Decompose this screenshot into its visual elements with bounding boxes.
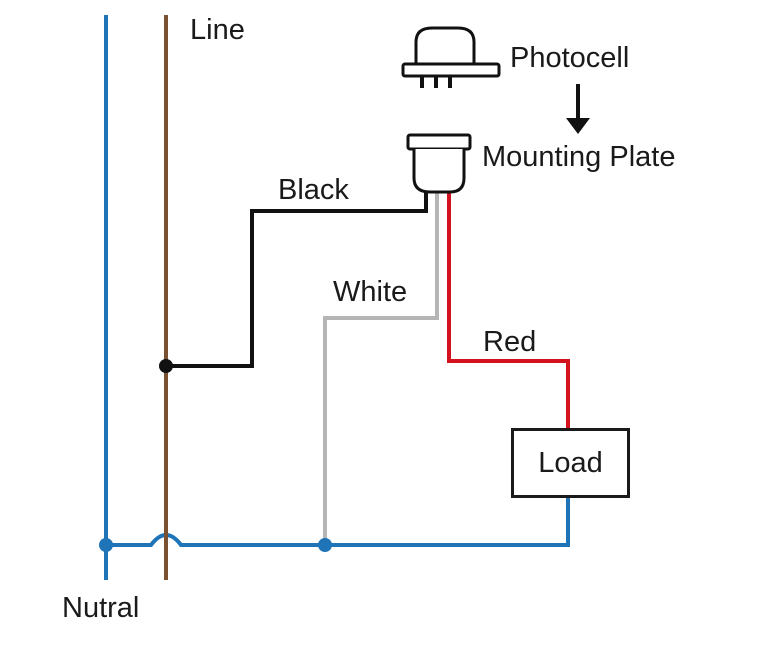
mounting-plate-icon <box>406 133 472 194</box>
neutral-white-junction <box>318 538 332 552</box>
red-wire <box>447 190 570 428</box>
down-arrow-icon <box>566 84 590 134</box>
load-label: Load <box>538 446 603 479</box>
red-wire-label: Red <box>483 326 537 358</box>
neutral-label: Nutral <box>62 592 140 624</box>
photocell-icon <box>401 26 501 88</box>
neutral-bus-wire <box>106 498 570 547</box>
black-wire-label: Black <box>278 174 349 206</box>
neutral-junction-left <box>99 538 113 552</box>
photocell-label: Photocell <box>510 42 630 74</box>
white-wire-label: White <box>333 276 408 308</box>
line-label: Line <box>190 14 245 46</box>
black-wire <box>166 190 428 368</box>
mounting-plate-label: Mounting Plate <box>482 141 676 173</box>
white-wire <box>323 190 439 545</box>
load-box: Load <box>511 428 630 498</box>
line-black-junction <box>159 359 173 373</box>
